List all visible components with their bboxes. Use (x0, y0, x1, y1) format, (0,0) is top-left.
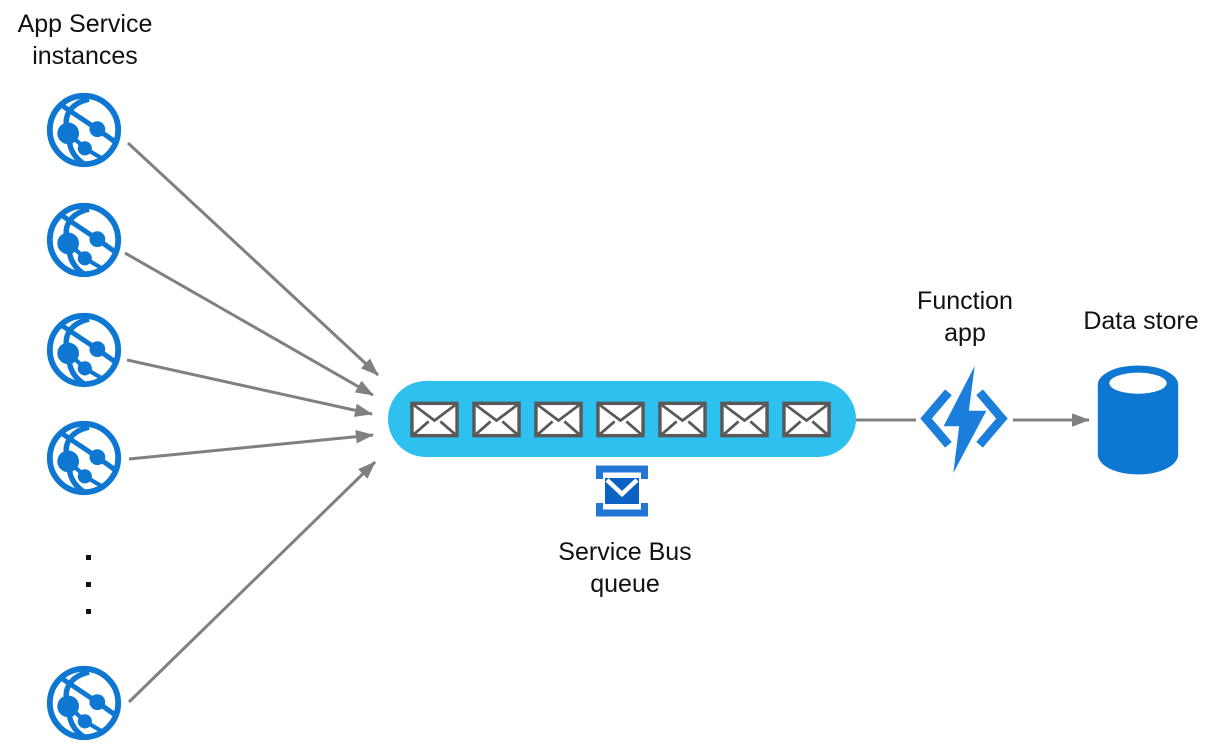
app-service-globe-icon (44, 418, 124, 498)
app-service-instances-label: App Service instances (0, 8, 170, 72)
arrow-instance3-to-queue (126, 358, 373, 417)
queue-message-envelope-icon (658, 401, 707, 438)
data-store-label-text: Data store (1083, 307, 1199, 335)
arrow-instance4-to-queue (128, 429, 374, 461)
data-store-label: Data store (1056, 305, 1216, 337)
function-app-label: Function app (895, 285, 1035, 349)
service-bus-queue-icon (594, 462, 650, 520)
arrow-instance5-to-queue (127, 460, 377, 704)
app-service-globe-icon (44, 200, 124, 280)
ellipsis-dot (86, 582, 91, 587)
app-service-globe-icon (44, 663, 124, 743)
more-instances-ellipsis (86, 555, 92, 636)
queue-message-envelope-icon (472, 401, 521, 438)
function-app-lightning-icon (915, 366, 1013, 473)
function-app-label-line2: app (944, 319, 986, 347)
queue-message-envelope-icon (782, 401, 831, 438)
service-bus-label-line2: queue (590, 570, 660, 598)
function-app-label-line1: Function (917, 287, 1013, 315)
ellipsis-dot (86, 609, 91, 614)
service-bus-queue-label: Service Bus queue (540, 536, 710, 600)
service-bus-label-line1: Service Bus (558, 538, 692, 566)
service-bus-queue-pill (388, 381, 856, 457)
app-service-label-line1: App Service (17, 10, 153, 38)
queue-message-envelope-icon (720, 401, 769, 438)
queue-message-envelope-icon (596, 401, 645, 438)
queue-message-envelope-icon (534, 401, 583, 438)
ellipsis-dot (86, 555, 91, 560)
app-service-globe-icon (44, 310, 124, 390)
arrow-instance1-to-queue (126, 141, 380, 377)
arrow-instance2-to-queue (124, 251, 374, 397)
app-service-globe-icon (44, 90, 124, 170)
database-cylinder-icon (1094, 358, 1182, 482)
app-service-label-line2: instances (32, 42, 138, 70)
queue-message-envelope-icon (410, 401, 459, 438)
